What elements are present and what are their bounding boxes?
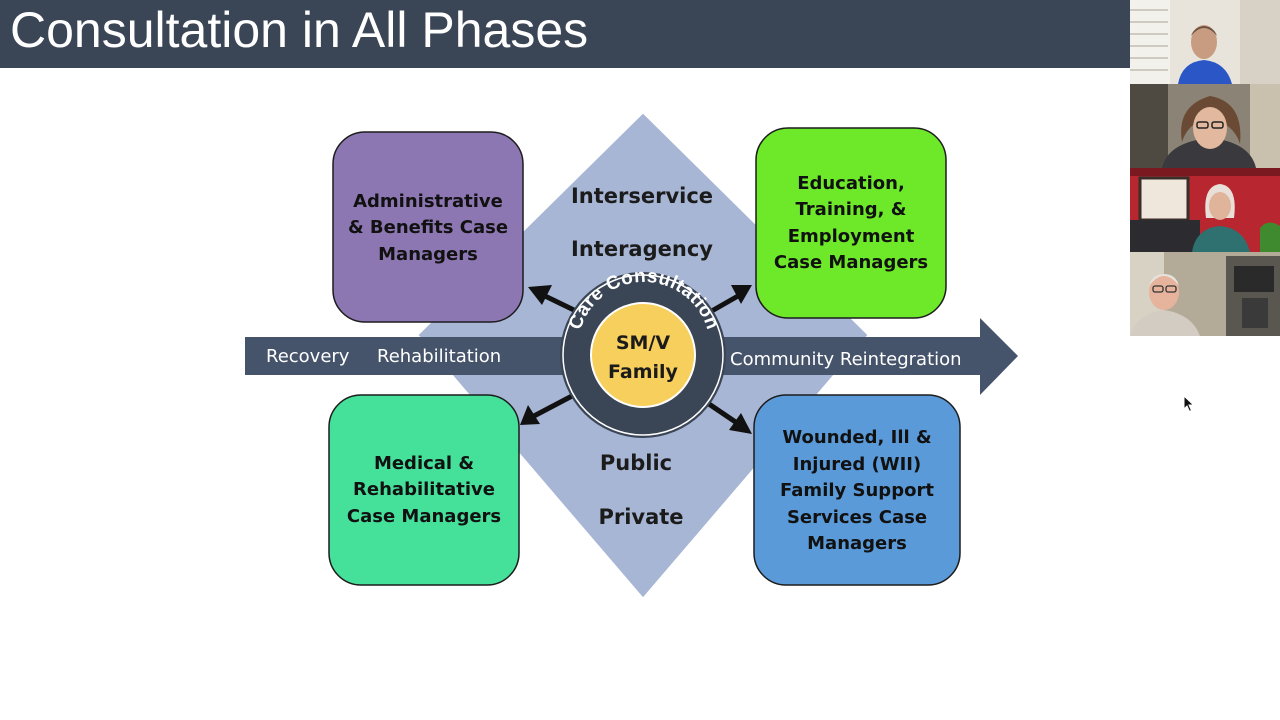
arrow-to-top-left: [543, 293, 580, 315]
participant-video-2: [1130, 84, 1280, 168]
label-private: Private: [598, 505, 683, 529]
slide-title: Consultation in All Phases: [10, 2, 589, 58]
box-education-training: [755, 127, 947, 319]
title-bar: Consultation in All Phases: [0, 0, 1130, 68]
center-label-line1: SM/V: [616, 332, 671, 354]
box-admin-benefits: [332, 131, 524, 323]
participant-video-1: [1130, 0, 1280, 84]
participant-tile-1[interactable]: [1130, 0, 1280, 84]
label-rehabilitation: Rehabilitation: [377, 346, 501, 367]
box-medical-line2: Rehabilitative: [353, 479, 495, 500]
presentation-slide: Consultation in All Phases: [0, 0, 1130, 599]
box-wii-line4: Services Case: [787, 507, 927, 528]
label-interservice: Interservice: [571, 184, 713, 208]
label-community-reintegration: Community Reintegration: [730, 349, 962, 370]
center-label-line2: Family: [608, 361, 679, 383]
participant-tile-3[interactable]: [1130, 168, 1280, 252]
box-medical-line3: Case Managers: [347, 506, 501, 527]
mouse-cursor-icon: [1183, 394, 1195, 417]
participant-video-strip: [1130, 0, 1280, 336]
box-education-line3: Employment: [788, 226, 915, 247]
participant-tile-2[interactable]: [1130, 84, 1280, 168]
arrow-to-bottom-left: [532, 393, 574, 419]
box-admin-line1: Administrative: [353, 191, 503, 212]
box-medical-rehab: [328, 394, 520, 586]
sm-v-family-circle: [590, 302, 696, 408]
label-recovery: Recovery: [266, 346, 350, 367]
consultation-diagram: Care Consultation SM/V Family Interservi…: [245, 112, 1018, 599]
box-wii-line3: Family Support: [780, 480, 934, 501]
box-admin-line2: & Benefits Case: [348, 217, 508, 238]
box-wii-line1: Wounded, Ill &: [782, 427, 931, 448]
arrow-to-bottom-right: [704, 399, 739, 426]
participant-video-4: [1130, 252, 1280, 336]
label-public: Public: [600, 451, 672, 475]
box-admin-line3: Managers: [378, 244, 478, 265]
participant-tile-4[interactable]: [1130, 252, 1280, 336]
box-education-line1: Education,: [797, 173, 905, 194]
arrow-to-top-right: [708, 293, 740, 315]
box-wii-family-support: [753, 394, 961, 586]
box-education-line4: Case Managers: [774, 252, 928, 273]
box-education-line2: Training, &: [796, 199, 907, 220]
box-wii-line2: Injured (WII): [793, 454, 921, 475]
box-wii-line5: Managers: [807, 533, 907, 554]
participant-video-3: [1130, 168, 1280, 252]
label-interagency: Interagency: [571, 237, 713, 261]
box-medical-line1: Medical &: [374, 453, 474, 474]
